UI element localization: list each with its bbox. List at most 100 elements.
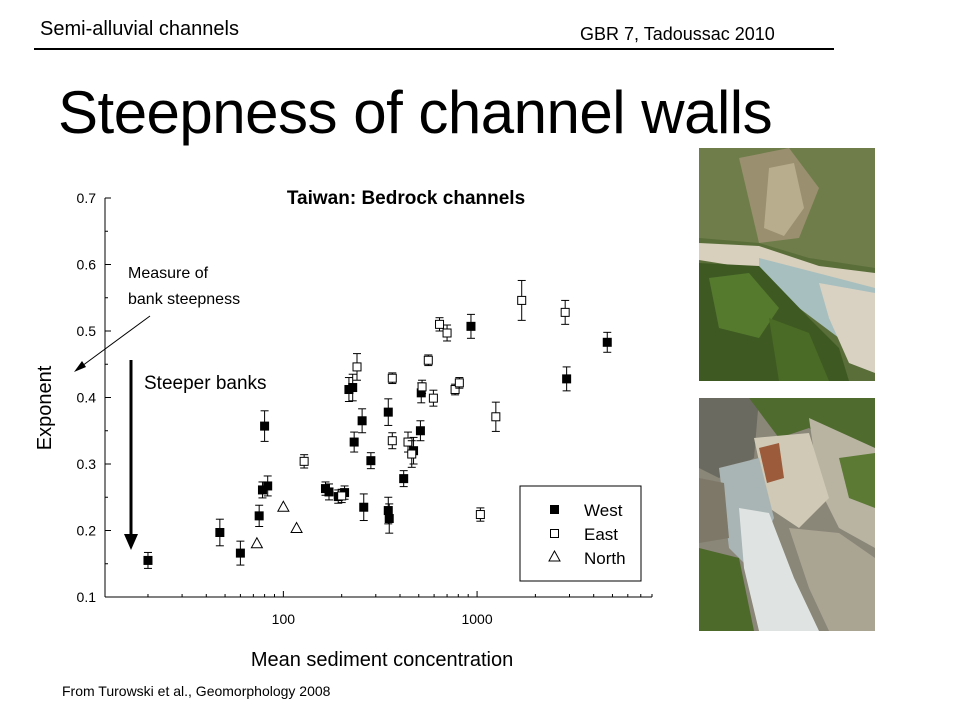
marker [235,548,245,558]
west-point [383,398,393,426]
west-point [357,408,367,434]
marker [454,378,464,388]
north-point [290,521,303,534]
west-point [260,410,270,442]
marker [337,491,347,501]
marker [357,416,367,426]
y-axis-label: Exponent [34,365,56,450]
west-point [384,503,394,534]
marker [403,437,413,447]
marker [290,521,303,534]
marker [435,319,445,329]
west-point [466,313,476,339]
west-point [263,475,273,497]
marker [387,373,397,383]
slide-title: Steepness of channel walls [58,79,773,146]
marker [352,362,362,372]
east-point [491,401,501,432]
data-points [143,279,612,569]
marker [254,511,264,521]
annotation-pointer-arrowhead [74,361,86,372]
legend-west-marker [550,505,559,514]
marker [349,437,359,447]
marker [423,355,433,365]
chart-legend: West East North [519,485,642,582]
header-event: GBR 7, Tadoussac 2010 [580,24,775,44]
marker [215,527,225,537]
east-point [454,377,464,389]
east-point [299,454,309,469]
marker [257,485,267,495]
marker [517,295,527,305]
marker [359,502,369,512]
east-point [387,432,397,450]
west-point [235,540,245,566]
marker [383,407,393,417]
marker [277,500,290,512]
marker [491,412,501,422]
west-point [562,366,572,392]
marker [416,388,426,398]
legend-west-label: West [584,501,623,520]
west-point [324,483,334,501]
y-tick-label: 0.6 [77,257,97,273]
steeper-arrow-head [124,534,138,550]
steeper-banks-label: Steeper banks [144,373,267,394]
east-point [417,379,427,395]
marker [602,337,612,347]
legend-east-label: East [584,525,618,544]
east-point [428,389,438,407]
marker [324,487,334,497]
header-topic: Semi-alluvial channels [40,18,239,40]
marker [562,374,572,384]
west-point [366,452,376,470]
north-point [277,500,290,512]
bedrock-gorge-photo [699,398,875,631]
west-point [602,331,612,353]
north-point [250,536,264,549]
marker [387,436,397,446]
west-point [399,470,409,488]
marker [260,421,270,431]
marker [475,510,485,520]
east-point [435,317,445,332]
chart-title: Taiwan: Bedrock channels [287,188,525,209]
east-point [337,488,347,504]
marker [417,382,427,392]
bank-steepness-annotation: Measure of bank steepness [74,265,240,372]
y-tick-label: 0.4 [77,390,97,406]
citation: From Turowski et al., Geomorphology 2008 [62,683,331,699]
marker [348,383,358,393]
y-tick-label: 0.2 [77,523,97,539]
marker [428,393,438,403]
west-point [348,373,358,402]
marker [399,474,409,484]
west-point [215,518,225,547]
legend-east-marker [550,529,559,538]
x-axis-label: Mean sediment concentration [251,649,513,671]
west-point [143,551,153,569]
marker [143,555,153,565]
east-point [352,353,362,381]
east-point [560,299,570,325]
header-divider [34,48,834,50]
west-point [254,504,264,528]
x-tick-label: 1000 [461,611,492,627]
west-point [257,481,267,499]
marker [383,506,393,516]
marker [250,536,264,549]
river-gorge-photo [699,148,875,381]
east-point [387,372,397,385]
west-point [415,420,425,442]
marker [560,307,570,317]
x-tick-label: 100 [272,611,296,627]
y-tick-label: 0.1 [77,589,97,605]
marker [366,456,376,466]
east-point [423,354,433,367]
east-point [407,440,417,468]
legend-north-marker [548,549,561,562]
y-tick-label: 0.3 [77,456,97,472]
marker [263,481,273,491]
